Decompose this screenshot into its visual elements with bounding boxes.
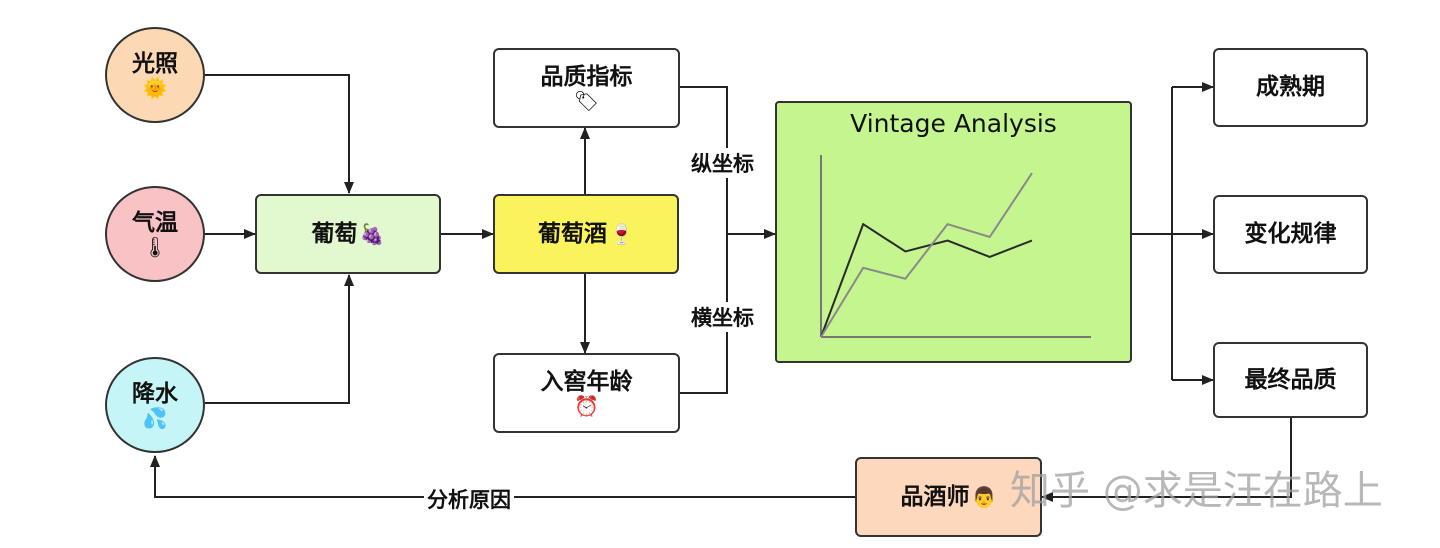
node-maturity[interactable]: 成熟期 xyxy=(1213,48,1368,127)
edge-label-y-axis: 纵坐标 xyxy=(688,148,757,178)
node-temperature-label: 气温 xyxy=(132,209,178,236)
node-change-pattern[interactable]: 变化规律 xyxy=(1213,195,1368,274)
edge-rainfall-grapes xyxy=(205,274,354,404)
watermark: 知乎 @求是汪在路上 xyxy=(1010,468,1383,514)
person-icon: 👨 xyxy=(971,485,997,509)
node-grapes-label: 葡萄 xyxy=(311,220,358,247)
node-sommelier[interactable]: 品酒师 👨 xyxy=(855,457,1042,537)
droplets-icon: 💦 xyxy=(142,406,168,431)
node-grapes[interactable]: 葡萄 🍇 xyxy=(255,194,441,274)
node-sommelier-label: 品酒师 xyxy=(900,483,970,510)
edge-final-sommelier xyxy=(1041,417,1292,502)
chart-title: Vintage Analysis xyxy=(850,109,1057,138)
node-wine-label: 葡萄酒 xyxy=(538,220,608,247)
grapes-icon: 🍇 xyxy=(359,222,385,246)
node-quality-metric[interactable]: 品质指标 🏷 xyxy=(493,48,680,128)
edge-quality-chart xyxy=(680,86,728,394)
node-quality-metric-label: 品质指标 xyxy=(540,63,633,90)
node-change-pattern-label: 变化规律 xyxy=(1244,221,1337,248)
edge-label-analyze-cause: 分析原因 xyxy=(424,484,514,514)
node-sunlight[interactable]: 光照 🌞 xyxy=(105,27,205,123)
thermometer-icon: 🌡 xyxy=(142,235,168,260)
tag-icon: 🏷 xyxy=(573,89,600,114)
edge-sunlight-grapes xyxy=(205,74,354,194)
node-cellar-age-label: 入窖年龄 xyxy=(540,368,633,395)
node-rainfall[interactable]: 降水 💦 xyxy=(105,357,205,453)
node-final-quality-label: 最终品质 xyxy=(1244,366,1337,393)
sun-face-icon: 🌞 xyxy=(142,76,168,101)
alarm-clock-icon: ⏰ xyxy=(574,394,599,419)
node-maturity-label: 成熟期 xyxy=(1256,74,1325,101)
node-temperature[interactable]: 气温 🌡 xyxy=(105,186,205,282)
vintage-analysis-chart[interactable]: Vintage Analysis xyxy=(775,101,1132,363)
node-sunlight-label: 光照 xyxy=(132,50,178,77)
node-wine[interactable]: 葡萄酒 🍷 xyxy=(493,194,679,274)
node-cellar-age[interactable]: 入窖年龄 ⏰ xyxy=(493,353,680,433)
node-rainfall-label: 降水 xyxy=(132,380,178,407)
chart-series-line-2 xyxy=(820,172,1033,338)
edge-sommelier-rainfall xyxy=(150,455,855,498)
wine-glass-icon: 🍷 xyxy=(609,222,634,246)
node-final-quality[interactable]: 最终品质 xyxy=(1213,342,1368,418)
chart-series-line-1 xyxy=(820,222,1033,338)
edge-label-x-axis: 横坐标 xyxy=(688,302,757,332)
chart-plot xyxy=(820,155,1091,338)
